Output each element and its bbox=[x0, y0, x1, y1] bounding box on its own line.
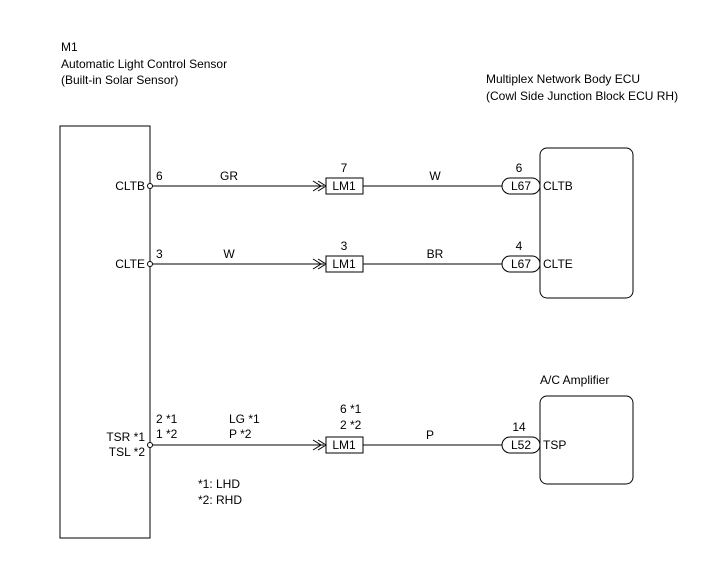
ecu-pin-cltb: CLTB bbox=[543, 179, 573, 193]
pin-dot-cltb bbox=[147, 183, 153, 189]
wire-cltb bbox=[147, 177, 541, 195]
wire-color-cltb-right: W bbox=[429, 169, 441, 183]
sensor-subname: (Built-in Solar Sensor) bbox=[61, 73, 178, 87]
amp-pinno-tsp: 14 bbox=[512, 420, 526, 434]
wire-color-tsp-right: P bbox=[426, 428, 434, 442]
wire-color-clte-left: W bbox=[223, 247, 235, 261]
sensor-pin-cltb: CLTB bbox=[115, 179, 145, 193]
connector-label-tsp: L52 bbox=[511, 438, 531, 452]
note-rhd: *2: RHD bbox=[198, 493, 242, 507]
sensor-pinno-cltb: 6 bbox=[156, 169, 163, 183]
connector-l67-clte bbox=[501, 255, 541, 273]
sensor-box bbox=[59, 125, 151, 539]
wire-tsp bbox=[147, 436, 541, 454]
sensor-pinno-clte: 3 bbox=[156, 247, 163, 261]
sensor-pin-clte: CLTE bbox=[115, 257, 145, 271]
sensor-code: M1 bbox=[61, 40, 78, 54]
junction-pin-tsp-1: 6 *1 bbox=[340, 402, 362, 416]
note-lhd: *1: LHD bbox=[198, 477, 240, 491]
sensor-name: Automatic Light Control Sensor bbox=[61, 57, 227, 71]
connector-label-cltb: L67 bbox=[511, 179, 531, 193]
wire-color-cltb-left: GR bbox=[220, 169, 238, 183]
wire-color-tsp-left-2: P *2 bbox=[229, 427, 252, 441]
ecu-pin-clte: CLTE bbox=[543, 257, 573, 271]
junction-pin-clte: 3 bbox=[341, 239, 348, 253]
connector-l52-tsp bbox=[501, 436, 541, 454]
sensor-pin-tsl: TSL *2 bbox=[109, 445, 146, 459]
body-ecu-box bbox=[539, 147, 634, 299]
connector-l67-cltb bbox=[501, 177, 541, 195]
wire-color-tsp-left-1: LG *1 bbox=[229, 412, 260, 426]
body-ecu-name: Multiplex Network Body ECU bbox=[486, 72, 640, 86]
sensor-pinno-tsp-2: 1 *2 bbox=[156, 427, 178, 441]
wire-color-clte-right: BR bbox=[427, 247, 444, 261]
ac-amp-name: A/C Amplifier bbox=[540, 373, 609, 387]
junction-pin-cltb: 7 bbox=[341, 161, 348, 175]
pin-dot-clte bbox=[147, 261, 153, 267]
pin-dot-tsp bbox=[147, 442, 153, 448]
body-ecu-subname: (Cowl Side Junction Block ECU RH) bbox=[486, 89, 678, 103]
amp-pin-tsp: TSP bbox=[543, 438, 566, 452]
junction-pin-tsp-2: 2 *2 bbox=[340, 418, 362, 432]
junction-label-cltb: LM1 bbox=[332, 179, 356, 193]
ecu-pinno-clte: 4 bbox=[516, 239, 523, 253]
sensor-pinno-tsp-1: 2 *1 bbox=[156, 412, 178, 426]
ecu-pinno-cltb: 6 bbox=[516, 161, 523, 175]
ac-amp-box bbox=[539, 395, 634, 485]
connector-label-clte: L67 bbox=[511, 257, 531, 271]
sensor-pin-tsr: TSR *1 bbox=[106, 430, 145, 444]
wire-clte bbox=[147, 255, 541, 273]
junction-label-tsp: LM1 bbox=[332, 438, 356, 452]
junction-label-clte: LM1 bbox=[332, 257, 356, 271]
